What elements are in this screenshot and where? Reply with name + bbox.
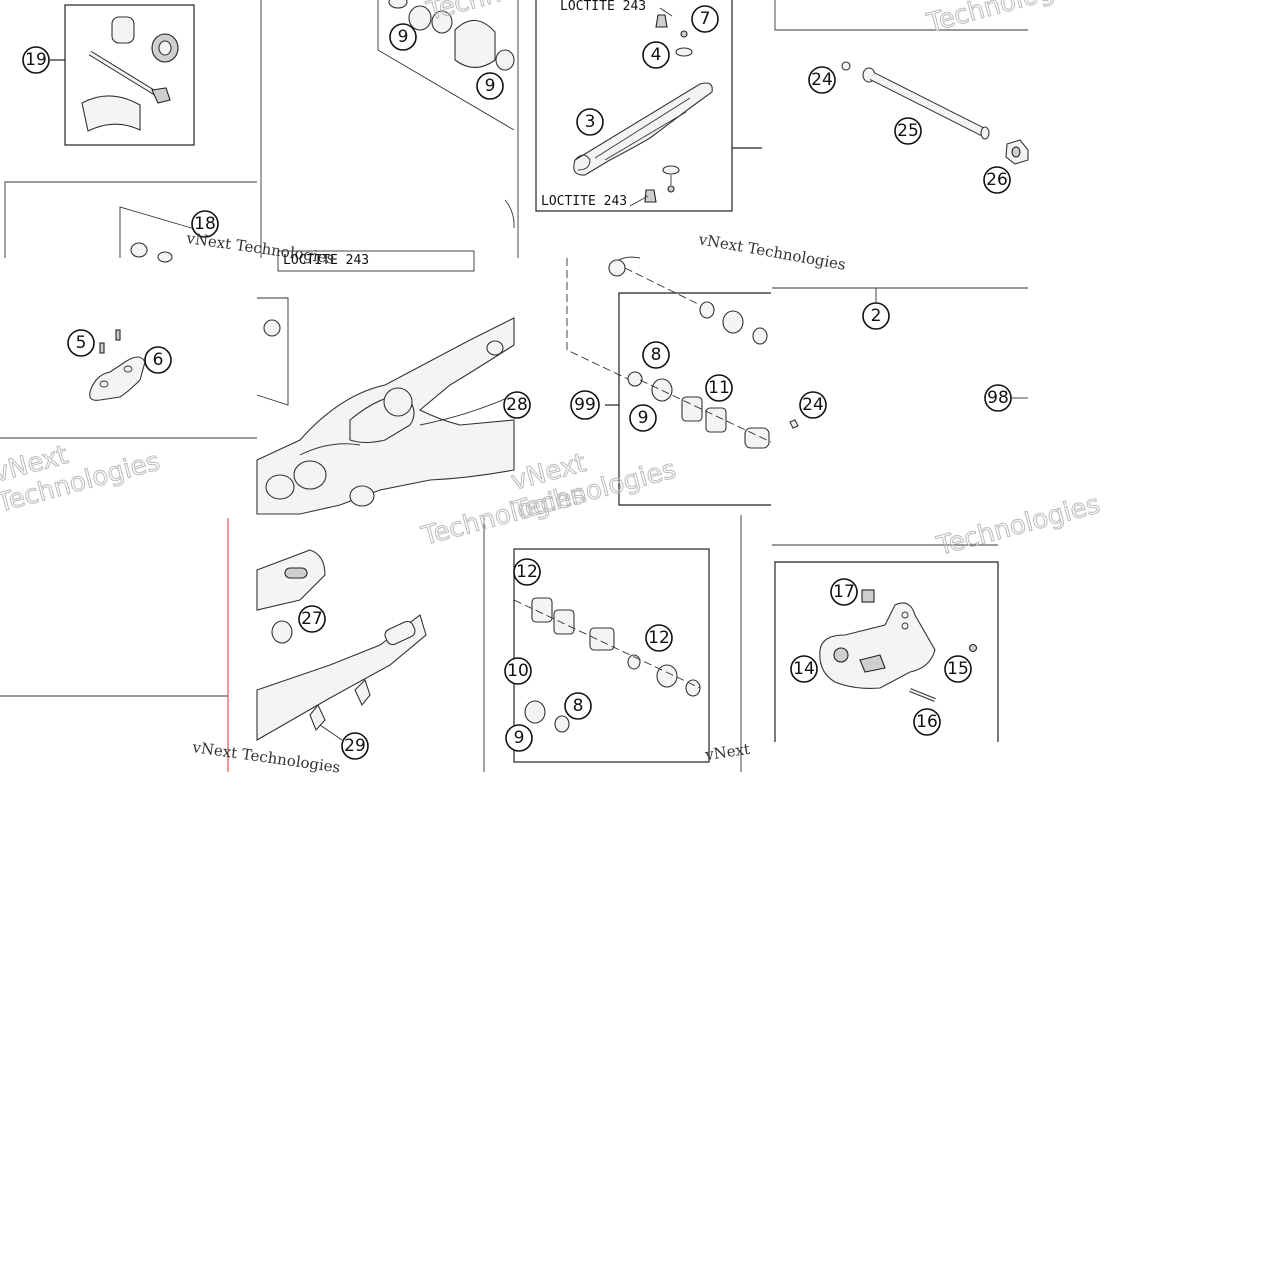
assembly-bracket-2 (772, 287, 1028, 429)
svg-text:18: 18 (194, 214, 216, 234)
svg-text:27: 27 (301, 609, 323, 629)
svg-text:24: 24 (802, 395, 824, 415)
svg-text:12: 12 (648, 628, 670, 648)
kit-box-19 (50, 4, 195, 146)
callout-98: 98 (984, 384, 1012, 412)
bearing-explosion (566, 256, 772, 506)
svg-text:10: 10 (507, 661, 529, 681)
svg-text:8: 8 (573, 696, 584, 716)
watermark-brand-axle: Technologies (923, 0, 1093, 39)
svg-text:26: 26 (986, 170, 1008, 190)
callout-12b: 12 (645, 624, 673, 652)
svg-text:2: 2 (871, 306, 882, 326)
callout-17: 17 (830, 578, 858, 606)
callout-9a: 9 (389, 23, 417, 51)
callout-99: 99 (570, 390, 600, 420)
loctite-partial-label: LOCTITE 243 (283, 253, 369, 268)
kit-box-18 (4, 181, 257, 263)
callout-19: 19 (22, 46, 50, 74)
callout-9c: 9 (629, 404, 657, 432)
callout-8b: 8 (564, 692, 592, 720)
svg-text:12: 12 (516, 562, 538, 582)
callout-12a: 12 (513, 558, 541, 586)
callout-15: 15 (944, 655, 972, 683)
swingarm-rear (256, 549, 427, 741)
axle-box (774, 0, 1029, 165)
callout-8a: 8 (642, 341, 670, 369)
callout-7: 7 (691, 5, 719, 33)
swingarm-body (256, 297, 515, 515)
chain-clip-area (89, 329, 146, 401)
callout-4: 4 (642, 41, 670, 69)
loctite-label-top: LOCTITE 243 (560, 0, 646, 14)
svg-text:16: 16 (916, 712, 938, 732)
svg-text:29: 29 (344, 736, 366, 756)
callout-11: 11 (705, 374, 733, 402)
svg-text:19: 19 (25, 50, 47, 70)
callout-2: 2 (862, 302, 890, 330)
watermark-vnext-3: vNext Technologies (190, 738, 341, 777)
svg-text:8: 8 (651, 345, 662, 365)
svg-text:28: 28 (506, 395, 528, 415)
svg-text:4: 4 (651, 45, 662, 65)
callout-25: 25 (894, 117, 922, 145)
bearing-area-top (277, 0, 515, 272)
callout-29: 29 (341, 732, 369, 760)
svg-text:3: 3 (585, 112, 596, 132)
svg-text:14: 14 (793, 659, 815, 679)
watermark-vnext-4: vNext (703, 740, 751, 764)
watermark-brand-right: Technologies (933, 490, 1103, 562)
svg-text:5: 5 (76, 333, 87, 353)
bearing-kit-box (513, 548, 710, 763)
loctite-label-bottom: LOCTITE 243 (541, 194, 627, 209)
svg-text:9: 9 (398, 27, 409, 47)
watermark-brand-row3: Technologies (418, 480, 588, 552)
callout-5: 5 (67, 329, 95, 357)
watermark-vnext-2: vNext Technologies (696, 230, 847, 274)
chain-slider-box (535, 0, 762, 212)
svg-text:7: 7 (700, 9, 711, 29)
svg-text:15: 15 (947, 659, 969, 679)
svg-text:17: 17 (833, 582, 855, 602)
svg-text:24: 24 (811, 70, 833, 90)
callout-16: 16 (913, 708, 941, 736)
callout-14: 14 (790, 655, 818, 683)
tile-seams (0, 0, 742, 772)
svg-text:9: 9 (485, 76, 496, 96)
svg-text:99: 99 (574, 395, 596, 415)
callout-27: 27 (298, 605, 326, 633)
svg-text:98: 98 (987, 388, 1009, 408)
svg-text:25: 25 (897, 121, 919, 141)
callout-24b: 24 (799, 391, 827, 419)
callout-24a: 24 (808, 66, 836, 94)
callout-6: 6 (144, 346, 172, 374)
svg-text:6: 6 (153, 350, 164, 370)
callout-9b: 9 (476, 72, 504, 100)
callout-3: 3 (576, 108, 604, 136)
chain-guide-box (772, 544, 999, 742)
svg-text:11: 11 (708, 378, 730, 398)
callout-26: 26 (983, 166, 1011, 194)
callout-9d: 9 (505, 724, 533, 752)
callout-28: 28 (503, 391, 531, 419)
callout-18: 18 (191, 210, 219, 238)
svg-text:9: 9 (638, 408, 649, 428)
svg-text:9: 9 (514, 728, 525, 748)
callout-10: 10 (504, 657, 532, 685)
